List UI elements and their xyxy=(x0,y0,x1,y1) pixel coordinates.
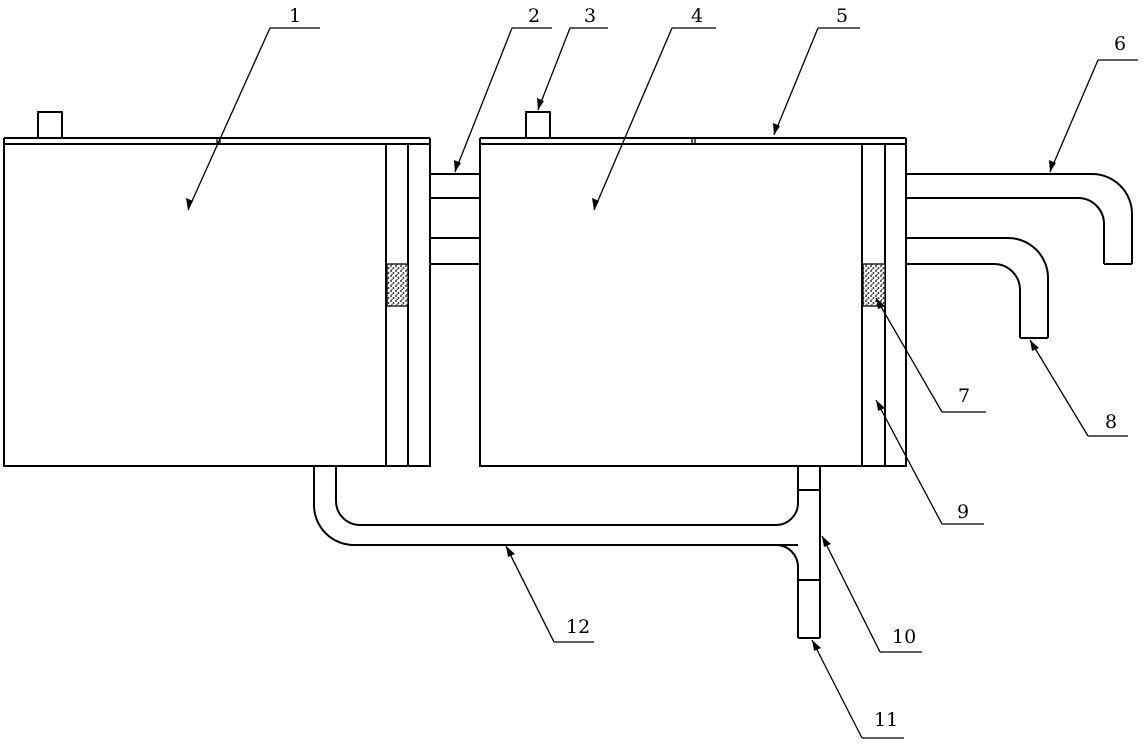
tank-1 xyxy=(3,111,431,467)
leader-5-arrow xyxy=(773,123,780,135)
pipe-6-outer-wall xyxy=(906,173,1133,264)
leader-10 xyxy=(821,535,922,653)
label-5: 5 xyxy=(836,5,848,27)
label-6: 6 xyxy=(1114,33,1126,55)
leader-2-line xyxy=(454,27,513,173)
leader-3-arrow xyxy=(537,98,544,110)
pipe-8-inner-wall xyxy=(906,263,1021,338)
leader-10-arrow xyxy=(822,536,831,547)
leader-2 xyxy=(454,27,552,173)
label-7: 7 xyxy=(958,385,970,407)
leader-6-line xyxy=(1049,59,1099,173)
outlet-pipe-6 xyxy=(906,173,1133,265)
tank-2-body xyxy=(479,143,907,467)
leader-8-arrow xyxy=(1030,340,1039,351)
leader-11-arrow xyxy=(812,640,821,651)
tank-2-filter-media xyxy=(862,263,886,307)
label-9: 9 xyxy=(957,501,969,523)
leader-5-line xyxy=(773,27,819,136)
leader-4-arrow xyxy=(592,198,599,210)
tank-1-inlet-stub xyxy=(37,111,63,139)
label-12: 12 xyxy=(566,616,590,638)
outlet-pipe-8 xyxy=(906,237,1049,339)
leader-1-arrow xyxy=(186,198,193,210)
label-4: 4 xyxy=(691,5,703,27)
pipe-6-inner-wall xyxy=(906,197,1105,264)
label-10: 10 xyxy=(892,626,916,648)
pipe-8-outer-wall xyxy=(906,237,1049,338)
tee-lower-curve xyxy=(775,544,799,568)
leader-5 xyxy=(773,27,860,136)
tank-1-filter-media xyxy=(386,263,409,307)
leader-1-line xyxy=(187,27,271,211)
leader-3 xyxy=(537,27,608,111)
leader-3-line xyxy=(537,27,571,111)
leader-7-line xyxy=(875,297,943,413)
leader-12 xyxy=(505,545,594,643)
connecting-pipes xyxy=(430,173,480,265)
leader-7 xyxy=(875,297,986,413)
leader-9 xyxy=(875,399,984,525)
label-1: 1 xyxy=(289,5,301,27)
leader-11-line xyxy=(811,639,863,739)
labels: 1 2 3 4 5 6 7 8 9 10 11 12 xyxy=(289,5,1126,731)
leader-4-line xyxy=(593,27,673,211)
label-8: 8 xyxy=(1105,411,1117,433)
leader-11 xyxy=(811,639,904,739)
leader-10-line xyxy=(821,535,881,653)
leader-12-line xyxy=(505,545,555,643)
leader-6-arrow xyxy=(1049,160,1056,172)
leader-1 xyxy=(186,27,320,211)
leader-4 xyxy=(592,27,716,211)
label-2: 2 xyxy=(528,5,540,27)
leader-12-arrow xyxy=(506,546,515,557)
label-11: 11 xyxy=(874,709,898,731)
label-3: 3 xyxy=(584,5,596,27)
leader-9-line xyxy=(875,399,943,525)
leader-9-arrow xyxy=(876,400,885,411)
tank-2-inlet-stub xyxy=(525,111,551,139)
leader-8-line xyxy=(1029,339,1089,437)
leader-2-arrow xyxy=(454,160,461,172)
tank-2 xyxy=(479,111,907,467)
bottom-pipe-assembly xyxy=(313,466,821,639)
tank-1-body xyxy=(3,143,431,467)
leader-lines xyxy=(186,27,1138,739)
pipe-12-outer-wall xyxy=(313,466,798,546)
leader-7-arrow xyxy=(876,298,885,309)
leader-6 xyxy=(1049,59,1138,173)
leader-8 xyxy=(1029,339,1128,437)
pipe-12-inner-wall xyxy=(335,466,799,526)
